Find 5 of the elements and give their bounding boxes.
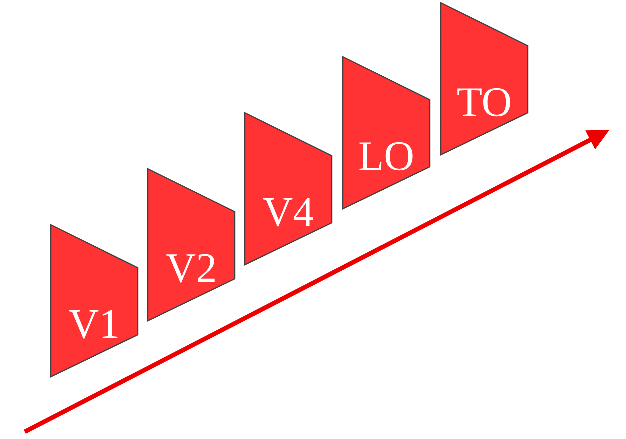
trapezoid-box: V4	[244, 112, 333, 266]
trapezoid-box: LO	[342, 56, 431, 210]
trapezoid-box: TO	[440, 2, 529, 156]
trapezoid-box: V2	[147, 168, 236, 322]
trapezoid-box: V1	[50, 224, 139, 378]
